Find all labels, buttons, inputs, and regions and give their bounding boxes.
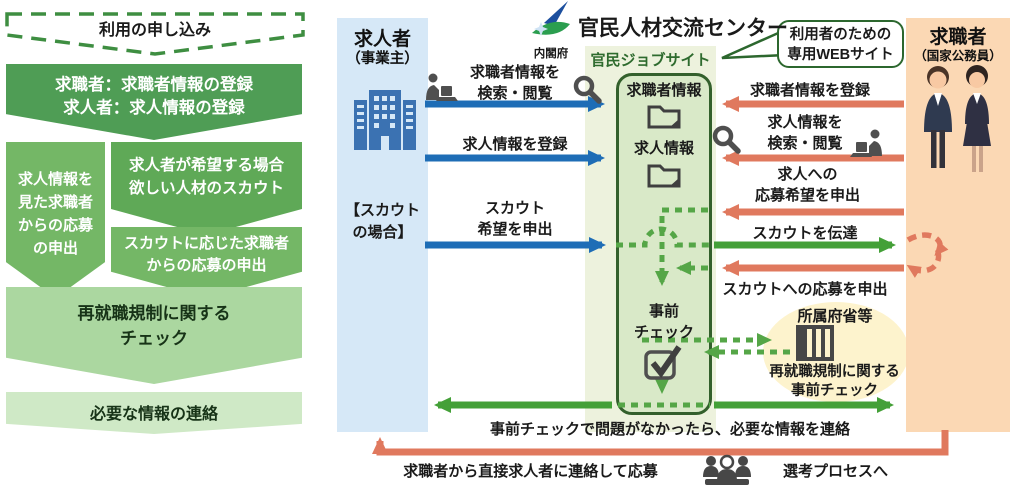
person-laptop-icon [426, 73, 458, 101]
flow-scout-deliver-label: スカウトを伝達 [752, 225, 858, 242]
seeker-info-label: 求職者情報 [626, 82, 702, 99]
employer-title: 求人者 [353, 29, 411, 50]
scout-case-label: 【スカウト の場合】 [344, 202, 420, 241]
page-title: 官民人材交流センター [578, 17, 788, 40]
folder-icon [647, 105, 681, 129]
flow-search-seeker-label: 求職者情報を 検索・閲覧 [469, 64, 560, 102]
jobseeker-title: 求職者 [929, 27, 987, 48]
flow-search-job-label: 求人情報を 検索・閲覧 [767, 114, 843, 152]
final-contact-label: 事前チェックで問題がなかったら、必要な情報を連絡 [489, 421, 850, 438]
flow-apply-wish-label: 求人への 応募希望を申出 [754, 166, 860, 204]
jobseekers-people-icon [924, 65, 991, 172]
folder-icon [647, 164, 681, 188]
selection-process-label: 選考プロセスへ [782, 463, 888, 480]
ministry-note-label: 再就職規制に関する 事前チェック [769, 364, 900, 399]
jobseeker-subtitle: （国家公務員） [914, 49, 1002, 63]
employer-subtitle: （事業主） [346, 51, 419, 67]
flow-register-job-label: 求人情報を登録 [462, 136, 568, 153]
interview-panel-icon [703, 454, 751, 485]
search-icon [573, 75, 602, 104]
government-building-icon [796, 325, 834, 361]
precheck-label: 事前 チェック [633, 303, 694, 341]
ministry-label: 所属府省等 [797, 308, 873, 325]
flow-step-apply-seen: 求人情報を 見た求職者 からの応募 の申出 [6, 142, 105, 298]
direct-apply-label: 求職者から直接求人者に連絡して応募 [403, 463, 658, 480]
flow-register-seeker-label: 求職者情報を登録 [749, 82, 870, 99]
checkbox-check-icon [644, 345, 682, 380]
cabinet-office-label: 内閣府 [533, 48, 569, 60]
search-icon [712, 125, 741, 154]
application-banner-shape [5, 12, 305, 56]
employer-column [337, 18, 428, 432]
flow-scout-apply-label: スカウトへの応募を申出 [722, 281, 888, 298]
cabinet-office-logo-icon [532, 1, 570, 36]
jobseeker-column [906, 18, 1010, 432]
jobsite-label: 官民ジョブサイト [590, 52, 711, 69]
flow-scout-request-label: スカウト 希望を申出 [477, 200, 553, 238]
flow-step-contact: 必要な情報の連絡 [6, 392, 302, 434]
web-site-bubble-label: 利用者のための 専用WEBサイト [787, 27, 894, 63]
application-banner-label: 利用の申し込み [98, 22, 211, 39]
web-site-bubble [777, 20, 904, 68]
person-laptop-icon [850, 129, 882, 157]
job-info-label: 求人情報 [633, 140, 694, 157]
company-building-icon [354, 90, 416, 150]
